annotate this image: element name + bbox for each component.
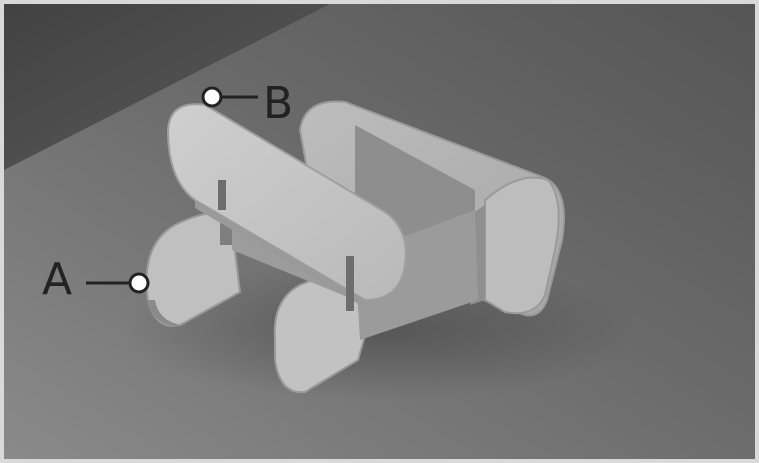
- callout-b: B: [201, 78, 293, 129]
- callout-a-marker: [128, 272, 150, 294]
- callout-a-label: A: [42, 254, 72, 305]
- wall-shadow-region: [4, 4, 330, 170]
- callout-b-label: B: [263, 78, 293, 129]
- left-foot-panel: [145, 210, 242, 327]
- front-long-panel: [166, 103, 407, 311]
- slot-right: [346, 256, 354, 311]
- slot-left: [218, 180, 226, 210]
- callout-b-marker: [201, 86, 223, 108]
- callout-a: A: [42, 254, 150, 305]
